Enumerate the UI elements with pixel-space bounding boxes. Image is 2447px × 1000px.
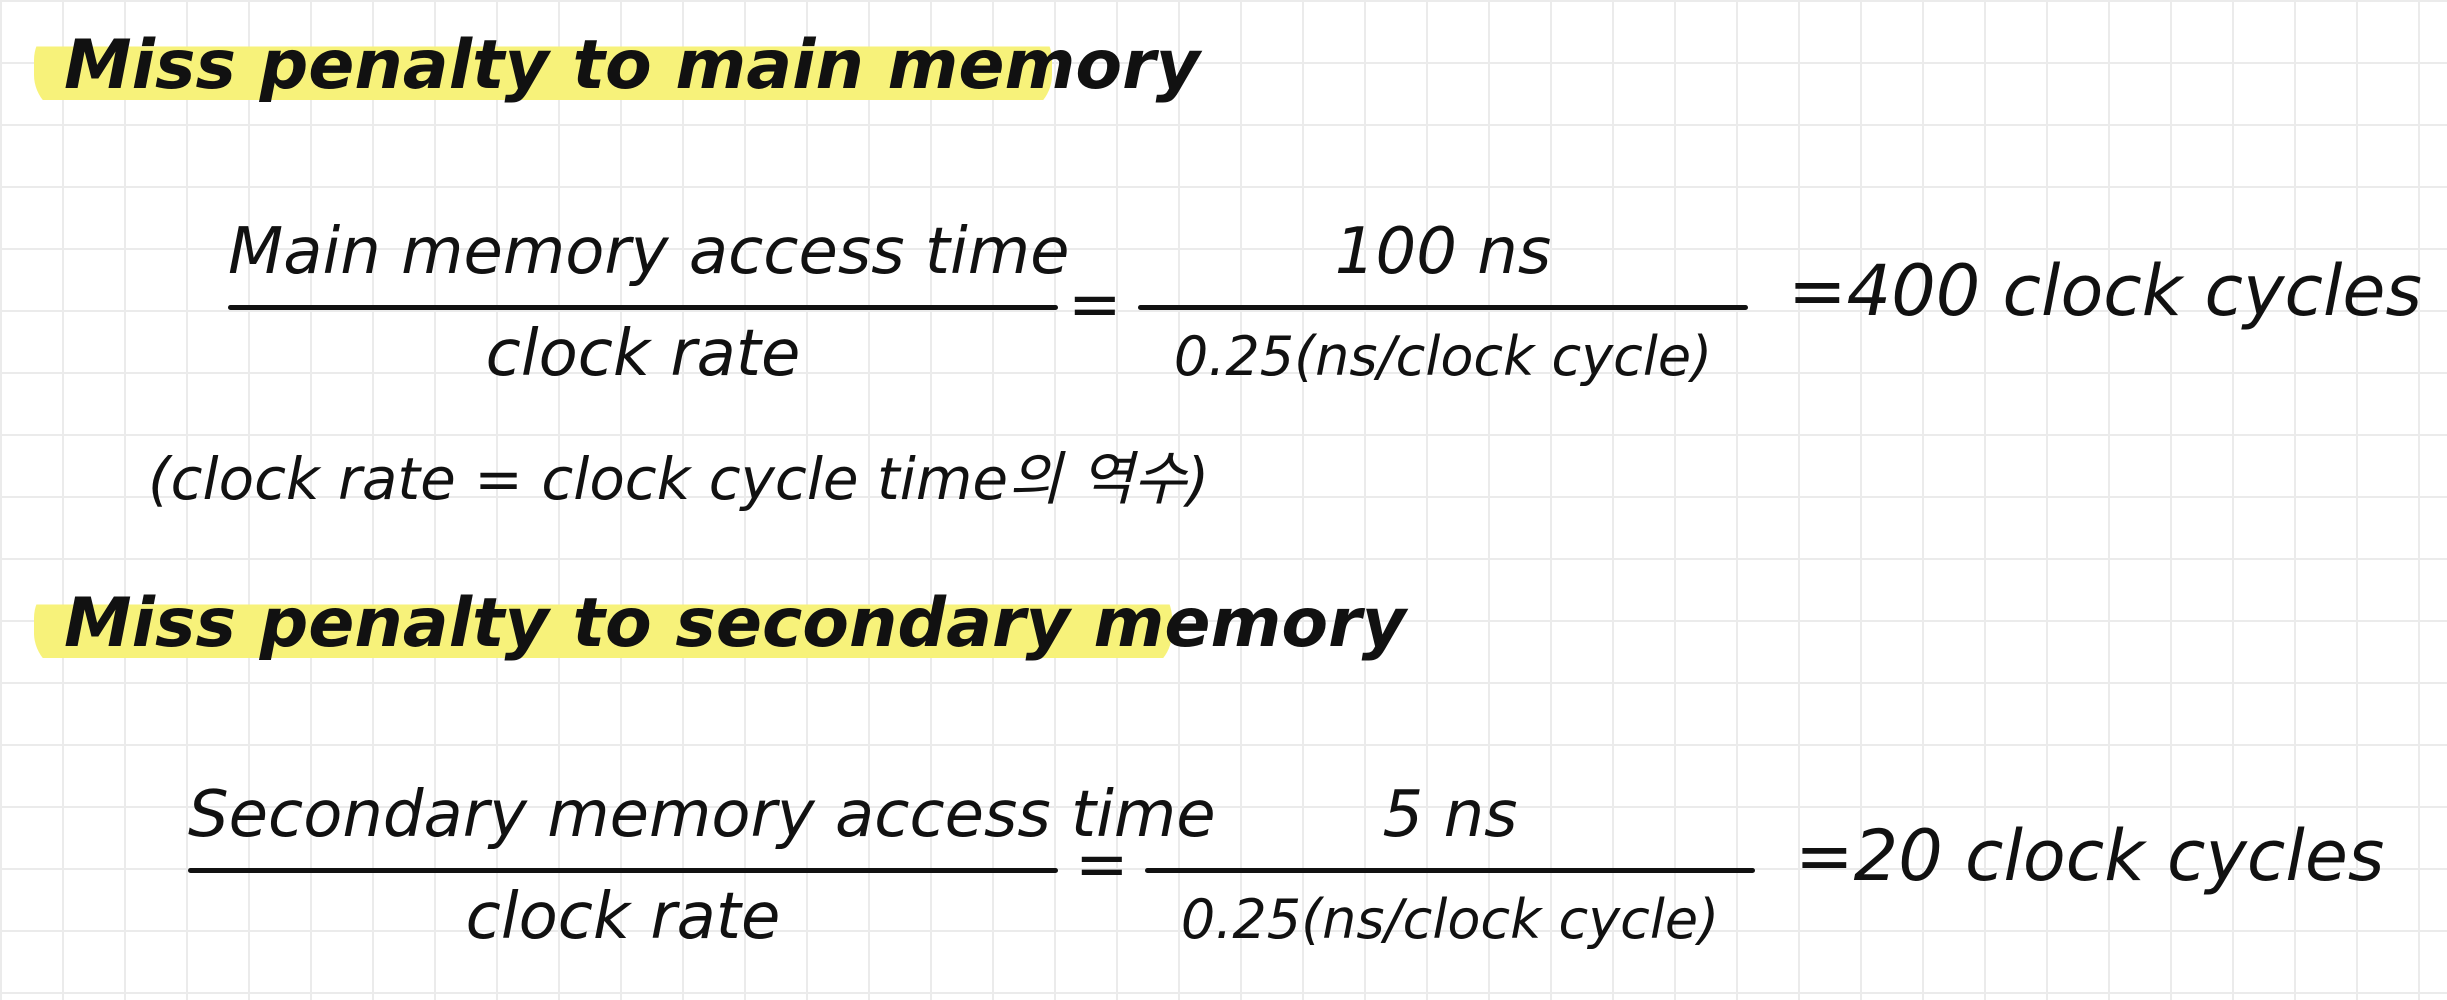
result-20-clock-cycles: =20 clock cycles xyxy=(1795,815,2385,897)
result-400-clock-cycles: =400 clock cycles xyxy=(1788,250,2422,332)
fraction-bar xyxy=(1145,868,1755,873)
fraction-bar xyxy=(228,305,1058,310)
numerator-100-ns: 100 ns xyxy=(1334,215,1552,289)
clock-rate-note: (clock rate = clock cycle time의 역수) xyxy=(148,445,1210,513)
fraction-secondary-memory-left: Secondary memory access time clock rate xyxy=(188,778,1216,958)
heading-main-memory: Miss penalty to main memory xyxy=(34,20,1200,115)
numerator-main-memory-access-time: Main memory access time xyxy=(228,215,1070,289)
numerator-secondary-memory-access-time: Secondary memory access time xyxy=(188,778,1216,852)
fraction-main-memory-left: Main memory access time clock rate xyxy=(228,215,1070,395)
heading-secondary-memory: Miss penalty to secondary memory xyxy=(34,578,1406,673)
denominator-clock-rate: clock rate xyxy=(485,317,801,391)
fraction-secondary-memory-right: 5 ns 0.25(ns/clock cycle) xyxy=(1145,778,1755,958)
fraction-bar xyxy=(1138,305,1748,310)
equals-sign: = xyxy=(1075,828,1129,902)
equals-sign: = xyxy=(1068,268,1122,342)
fraction-main-memory-right: 100 ns 0.25(ns/clock cycle) xyxy=(1138,215,1748,395)
denominator-clock-rate: clock rate xyxy=(465,880,781,954)
denominator-ns-per-clock-cycle: 0.25(ns/clock cycle) xyxy=(1173,325,1713,388)
denominator-ns-per-clock-cycle: 0.25(ns/clock cycle) xyxy=(1180,888,1720,951)
fraction-bar xyxy=(188,868,1058,873)
numerator-5-ns: 5 ns xyxy=(1382,778,1518,852)
